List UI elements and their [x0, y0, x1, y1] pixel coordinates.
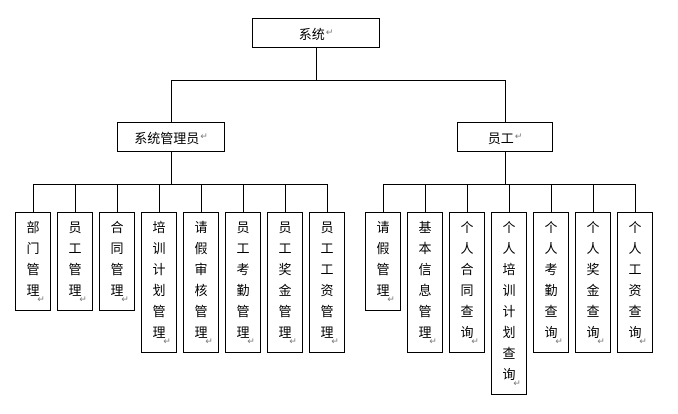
leaf-node: 个人培训计划查询↵: [491, 212, 527, 395]
leaf-node: 请假审核管理↵: [183, 212, 219, 353]
paragraph-mark: ↵: [205, 337, 213, 347]
staff-node: 员工↵: [457, 122, 553, 152]
leaf-label: 个人培训计划查询: [502, 221, 516, 383]
paragraph-mark: ↵: [163, 337, 171, 347]
leaf-label: 基本信息管理: [418, 221, 432, 341]
leaf-node: 培训计划管理↵: [141, 212, 177, 353]
paragraph-mark: ↵: [200, 132, 208, 142]
paragraph-mark: ↵: [331, 337, 339, 347]
paragraph-mark: ↵: [471, 337, 479, 347]
leaf-label: 部门管理: [26, 221, 40, 299]
leaf-label: 请假管理: [376, 221, 390, 299]
leaf-node: 个人考勤查询↵: [533, 212, 569, 353]
leaf-node: 合同管理↵: [99, 212, 135, 311]
leaf-label: 员工奖金管理: [278, 221, 292, 341]
leaf-label: 合同管理: [110, 221, 124, 299]
leaf-label: 个人奖金查询: [586, 221, 600, 341]
leaf-node: 员工工资管理↵: [309, 212, 345, 353]
root-node: 系统↵: [252, 18, 380, 48]
paragraph-mark: ↵: [514, 132, 523, 142]
leaf-node: 个人工资查询↵: [617, 212, 653, 353]
paragraph-mark: ↵: [597, 337, 605, 347]
paragraph-mark: ↵: [37, 295, 45, 305]
leaf-label: 员工考勤管理: [236, 221, 250, 341]
leaf-label: 员工管理: [68, 221, 82, 299]
paragraph-mark: ↵: [247, 337, 255, 347]
paragraph-mark: ↵: [325, 28, 334, 38]
paragraph-mark: ↵: [121, 295, 129, 305]
admin-label: 系统管理员: [134, 131, 200, 147]
staff-label: 员工: [487, 131, 514, 147]
paragraph-mark: ↵: [555, 337, 563, 347]
leaf-label: 员工工资管理: [320, 221, 334, 341]
leaf-node: 个人合同查询↵: [449, 212, 485, 353]
leaf-label: 培训计划管理: [152, 221, 166, 341]
leaf-node: 员工管理↵: [57, 212, 93, 311]
leaf-node: 请假管理↵: [365, 212, 401, 311]
leaf-node: 员工奖金管理↵: [267, 212, 303, 353]
paragraph-mark: ↵: [79, 295, 87, 305]
leaf-node: 员工考勤管理↵: [225, 212, 261, 353]
leaf-label: 个人考勤查询: [544, 221, 558, 341]
admin-node: 系统管理员↵: [117, 122, 225, 152]
paragraph-mark: ↵: [387, 295, 395, 305]
paragraph-mark: ↵: [429, 337, 437, 347]
leaf-node: 个人奖金查询↵: [575, 212, 611, 353]
leaf-label: 请假审核管理: [194, 221, 208, 341]
paragraph-mark: ↵: [513, 379, 521, 389]
paragraph-mark: ↵: [639, 337, 647, 347]
root-label: 系统: [298, 27, 325, 43]
leaf-node: 部门管理↵: [15, 212, 51, 311]
leaf-label: 个人工资查询: [628, 221, 642, 341]
paragraph-mark: ↵: [289, 337, 297, 347]
leaf-label: 个人合同查询: [460, 221, 474, 341]
leaf-node: 基本信息管理↵: [407, 212, 443, 353]
